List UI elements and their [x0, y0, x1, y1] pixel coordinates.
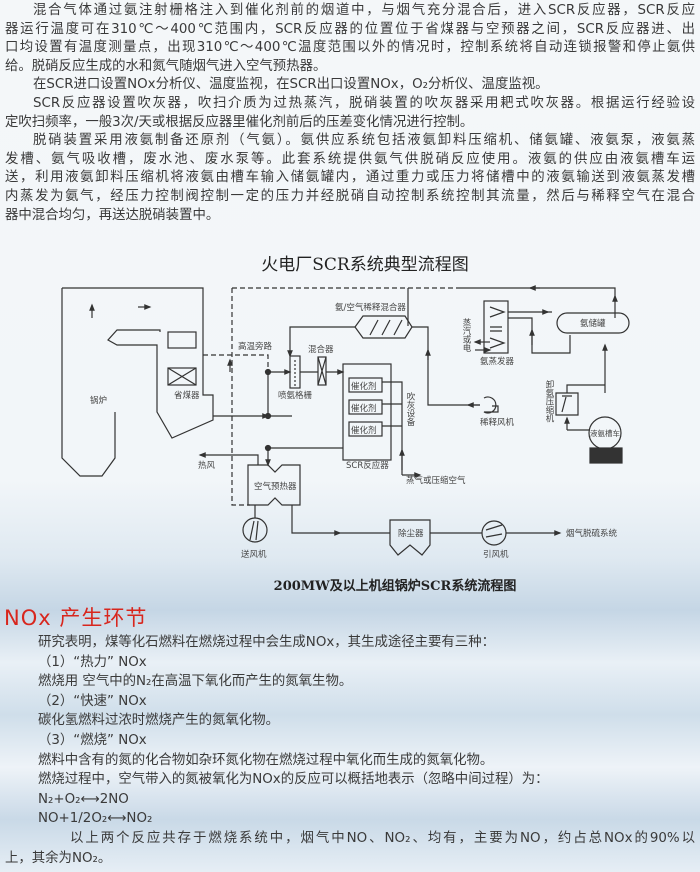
text-line: 发槽、氨气吸收槽，废水池、废水泵等。此套系统提供氨气供脱硝反应使用。液氨的供应由… — [5, 151, 695, 167]
label-tank-truck: 液氨槽车 — [590, 428, 620, 438]
text-line: 脱硝装置采用液氨制备还原剂（气氨）。氨供应系统包括液氨卸料压缩机、储氨罐、液氨泵… — [33, 133, 695, 149]
economizer-box — [167, 367, 197, 386]
text-line: 定吹扫频率，一般3次/天或根据反应器里催化剂前后的压差变化情况进行控制。 — [5, 114, 474, 130]
label-steam-or-electric: 蒸汽或电 — [461, 317, 471, 352]
boiler-shape — [62, 287, 214, 439]
label-dilution-mixer: 氨/空气稀释混合器 — [335, 302, 406, 313]
text-line: 碳化氢燃料过浓时燃烧产生的氮氧化物。 — [38, 713, 280, 729]
label-catalyst: 催化剂 — [351, 403, 377, 414]
dilution-mixer — [354, 315, 413, 339]
unload-compressor — [555, 392, 579, 416]
label-evaporator: 氨蒸发器 — [480, 356, 515, 367]
text-line: 内蒸发为氨气，经压力控制阀控制一定的压力并经脱硝自动控制系统控制其流量，然后与稀… — [5, 188, 695, 204]
text-line: 研究表明，煤等化石燃料在燃烧过程中会生成NOx，其生成途径主要有三种： — [38, 635, 495, 650]
text-line: SCR反应器设置吹灰器，吹扫介质为过热蒸汽，脱硝装置的吹灰器采用耙式吹灰器。根据… — [33, 95, 695, 111]
ammonia-evaporator — [483, 300, 509, 354]
scr-flow-diagram: 火电厂SCR系统典型流程图 锅炉 省煤器 高温旁路 喷氨格栅 混合器 催化剂 催… — [61, 255, 630, 594]
text-line: 口均设置有温度测量点，出现310℃～400℃温度范围以外的情况时，控制系统将自动… — [5, 40, 695, 56]
intro-text: 混合气体通过氨注射栅格注入到催化剂前的烟道中，与烟气充分混合后，进入SCR反应器… — [5, 2, 695, 225]
text-line: （1）“热力” NOx — [38, 654, 147, 670]
diagram-title: 火电厂SCR系统典型流程图 — [261, 255, 468, 275]
ammonia-tank — [556, 312, 630, 334]
text-line: 给。脱硝反应生成的水和氮气随烟气进入空气预热器。 — [5, 58, 327, 74]
label-ammonia-grid: 喷氨格栅 — [278, 390, 313, 401]
label-fgd: 烟气脱硫系统 — [566, 528, 618, 539]
economizer-box — [167, 331, 197, 349]
label-dust-collector: 除尘器 — [398, 528, 424, 539]
label-catalyst: 催化剂 — [351, 381, 377, 392]
diagram-caption: 200MW及以上机组锅炉SCR系统流程图 — [274, 578, 517, 594]
nox-text: 研究表明，煤等化石燃料在燃烧过程中会生成NOx，其生成途径主要有三种： （1）“… — [5, 633, 695, 868]
label-soot-blower: 吹灰设备 — [405, 391, 415, 427]
label-bypass: 高温旁路 — [238, 341, 273, 352]
air-preheater — [247, 464, 301, 506]
equation-line: N₂+O₂⟷2NO — [38, 791, 129, 807]
text-line: 以上两个反应共存于燃烧系统中，烟气中NO、NO₂、均有，主要为NO，约占总NOx… — [70, 830, 695, 846]
text-line: 器运行温度可在310℃～400℃范围内，SCR反应器的位置位于省煤器与空预器之间… — [5, 21, 695, 37]
equation-line: NO+1/2O₂⟷NO₂ — [38, 811, 153, 827]
label-id-fan: 引风机 — [483, 549, 509, 560]
id-fan — [481, 520, 507, 546]
scr-reactor — [342, 363, 392, 461]
label-catalyst: 催化剂 — [351, 425, 377, 436]
text-line: 燃烧过程中，空气带入的氮被氧化为NOx的反应可以概括地表示（忽略中间过程）为： — [38, 772, 549, 788]
label-boiler: 锅炉 — [90, 395, 107, 406]
label-unload-compressor: 卸氨压缩机 — [544, 379, 554, 423]
text-line: 混合气体通过氨注射栅格注入到催化剂前的烟道中，与烟气充分混合后，进入SCR反应器… — [33, 3, 695, 18]
text-line: 器中混合均匀，再送达脱硝装置中。 — [5, 207, 220, 223]
label-steam-air: 蒸气或压缩空气 — [406, 475, 466, 486]
label-ammonia-tank: 氨储罐 — [580, 318, 606, 329]
text-line: （2）“快速” NOx — [38, 693, 147, 709]
label-air-preheater: 空气预热器 — [254, 481, 297, 492]
label-fd-fan: 送风机 — [241, 549, 267, 560]
label-mixer: 混合器 — [308, 344, 334, 355]
dilution-fan — [483, 396, 499, 414]
text-line: 送，利用液氨卸料压缩机将液氨由槽车输入储氨罐内，通过重力或压力将储槽中的液氨输送… — [5, 170, 695, 186]
static-mixer — [317, 356, 327, 386]
text-line: 燃料中含有的氮的化合物如杂环氮化物在燃烧过程中氧化而生成的氮氧化物。 — [38, 752, 494, 768]
label-dilution-fan: 稀释风机 — [480, 417, 515, 428]
text-line: 燃烧用 空气中的N₂在高温下氧化而产生的氮氧生物。 — [38, 674, 353, 690]
dust-collector — [389, 519, 431, 556]
section-heading: NOx 产生环节 — [4, 606, 148, 630]
text-line: 在SCR进口设置NOx分析仪、温度监视，在SCR出口设置NOx，O₂分析仪、温度… — [33, 77, 549, 93]
label-scr-reactor: SCR反应器 — [346, 460, 389, 471]
text-line: 上，其余为NO₂。 — [5, 850, 112, 866]
text-line: （3）“燃烧” NOx — [38, 732, 147, 748]
label-economizer: 省煤器 — [174, 390, 200, 401]
fd-fan — [242, 517, 268, 543]
label-hot-air: 热风 — [198, 460, 216, 471]
